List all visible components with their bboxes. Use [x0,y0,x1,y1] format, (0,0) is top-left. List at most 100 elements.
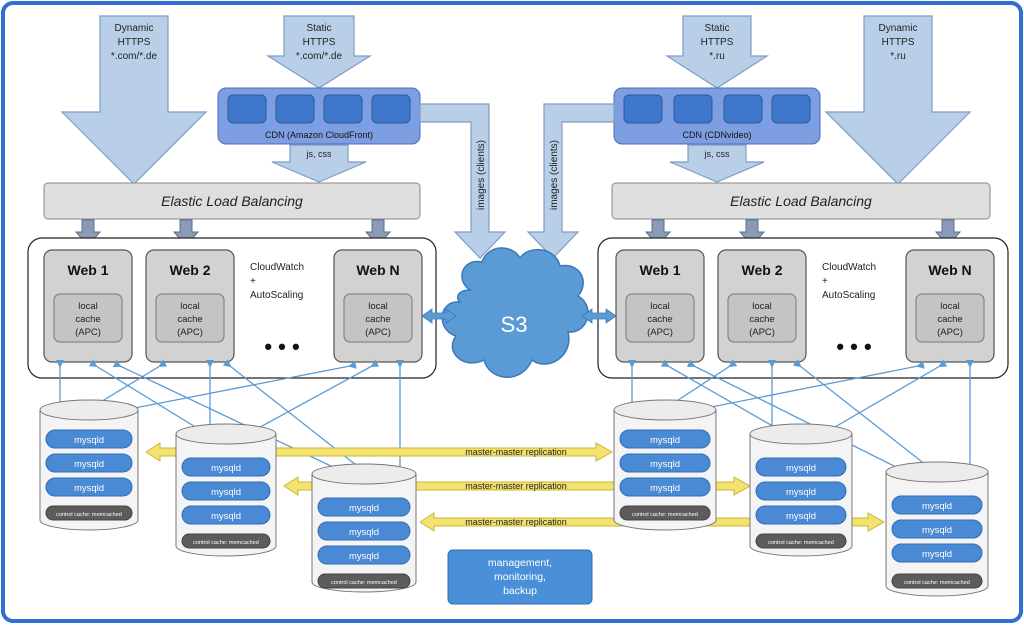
left-load-balancer-label: Elastic Load Balancing [161,193,303,209]
autoscaling-line: + [822,276,828,287]
left-images-label: images (clients) [476,140,487,210]
right-web-server-n: Web N local cache (APC) [905,249,995,363]
db-disk-label: mysqld [74,459,104,470]
s3-cloud: S3 [441,247,589,378]
db-footer: control cache: memcached [904,580,970,586]
cache-line: (APC) [177,327,203,338]
bidirectional-arrow-icon [421,308,457,324]
autoscaling-line: CloudWatch [822,262,876,273]
cache-line: local [78,301,98,312]
cache-line: cache [647,314,672,325]
replication-label: master-master replication [465,517,567,527]
db-disk-label: mysqld [786,463,816,474]
cache-line: cache [365,314,390,325]
local-cache-box [625,293,695,343]
db-disk-label: mysqld [349,551,379,562]
db-disk-label: mysqld [922,549,952,560]
management-box: management, monitoring, backup [447,549,593,605]
db-footer: control cache: memcached [56,512,122,518]
server-name: Web 1 [640,262,681,278]
left-static-line-2: HTTPS [303,37,336,48]
local-cache-box [343,293,413,343]
cache-line: (APC) [365,327,391,338]
left-web-server-1: Web 1 local cache (APC) [43,249,133,363]
cache-line: (APC) [937,327,963,338]
db-disk-label: mysqld [74,483,104,494]
db-footer: control cache: memcached [331,580,397,586]
left-cdn: CDN (Amazon CloudFront) [217,87,421,145]
management-line: management, [488,557,552,569]
db-disk-label: mysqld [922,525,952,536]
cache-line: cache [937,314,962,325]
cache-line: (APC) [647,327,673,338]
left-db-links [56,359,404,478]
autoscaling-line: AutoScaling [822,290,875,301]
replication-arrow-1: master-master replication [145,442,614,462]
right-cdn-node [771,94,811,124]
left-web-server-2: Web 2 local cache (APC) [145,249,235,363]
local-cache-box [155,293,225,343]
db-disk-label: mysqld [74,435,104,446]
left-dynamic-line-2: HTTPS [118,37,151,48]
right-dynamic-https-arrow: Dynamic HTTPS *.ru [824,15,972,185]
cache-line: (APC) [749,327,775,338]
right-static-https-arrow: Static HTTPS *.ru [664,15,770,89]
right-web-server-2: Web 2 local cache (APC) [717,249,807,363]
left-cdn-node [371,94,411,124]
right-cdn: CDN (CDNvideo) [613,87,821,145]
autoscaling-line: + [250,276,256,287]
autoscaling-line: AutoScaling [250,290,303,301]
left-images-arrow: images (clients) [419,103,507,259]
bidirectional-arrow-icon [581,308,617,324]
right-static-line-3: *.ru [709,51,725,62]
right-cdn-node [673,94,713,124]
db-disk-label: mysqld [211,463,241,474]
db-disk-label: mysqld [211,487,241,498]
right-dynamic-line-2: HTTPS [882,37,915,48]
left-cdn-node [275,94,315,124]
cache-line: cache [177,314,202,325]
db-disk-label: mysqld [922,501,952,512]
left-dynamic-https-arrow: Dynamic HTTPS *.com/*.de [60,15,208,185]
autoscaling-line: CloudWatch [250,262,304,273]
db-footer: control cache: memcached [768,540,834,546]
left-dynamic-line-1: Dynamic [115,23,154,34]
server-name: Web 2 [170,262,211,278]
cache-line: local [752,301,772,312]
left-js-css-arrow: js, css [271,144,367,183]
left-database-1: mysqld mysqld mysqld control cache: memc… [39,399,139,531]
right-cdn-node [623,94,663,124]
management-line: backup [503,585,537,597]
db-disk-label: mysqld [786,511,816,522]
left-cdn-node [323,94,363,124]
db-disk-label: mysqld [650,483,680,494]
left-cdn-node [227,94,267,124]
left-database-2: mysqld mysqld mysqld control cache: memc… [175,423,277,557]
server-name: Web N [928,262,971,278]
left-js-css-label: js, css [305,149,332,159]
right-load-balancer: Elastic Load Balancing [611,182,991,220]
db-disk-label: mysqld [211,511,241,522]
s3-label: S3 [501,312,528,337]
management-line: monitoring, [494,571,546,583]
ellipsis: • • • [264,334,299,359]
left-autoscaling: CloudWatch + AutoScaling • • • [250,262,304,359]
local-cache-box [727,293,797,343]
right-web-server-1: Web 1 local cache (APC) [615,249,705,363]
local-cache-box [53,293,123,343]
replication-label: master-master replication [465,481,567,491]
server-name: Web N [356,262,399,278]
server-name: Web 1 [68,262,109,278]
db-disk-label: mysqld [349,503,379,514]
left-web-server-n: Web N local cache (APC) [333,249,423,363]
right-dynamic-line-1: Dynamic [879,23,918,34]
right-autoscaling: CloudWatch + AutoScaling • • • [822,262,876,359]
s3-link-arrows [421,308,617,324]
right-load-balancer-label: Elastic Load Balancing [730,193,872,209]
cache-line: cache [749,314,774,325]
cache-line: (APC) [75,327,101,338]
left-static-line-3: *.com/*.de [296,51,343,62]
db-disk-label: mysqld [650,435,680,446]
db-disk-label: mysqld [650,459,680,470]
